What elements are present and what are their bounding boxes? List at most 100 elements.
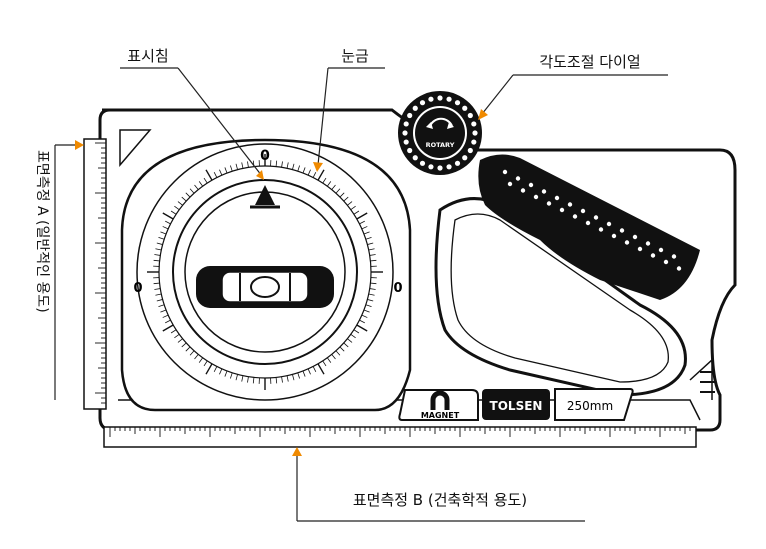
zero-left-label: 0 [133,281,142,296]
scale-tick [356,324,368,332]
scale-tick [331,354,336,360]
scale-tick [275,377,278,384]
scale-tick [203,177,208,184]
ruler-b [103,426,697,448]
grip-dot [645,241,651,246]
callout-surface-a: 표면측정 A (일반적인 용도) [34,140,84,400]
knob-tooth [462,155,468,161]
grip-dot [520,188,526,193]
scale-tick [367,299,374,302]
scale-tick [177,201,183,206]
scale-tick [235,163,238,170]
scale-tick [181,196,187,202]
scale-tick [275,160,278,167]
grip-dot [528,182,534,188]
grip-dot [541,189,547,194]
scale-tick [286,375,289,382]
pointer-needle [255,185,275,205]
length-badge: 250mm [554,388,634,421]
scale-tick [365,237,372,240]
scale-tick [359,220,365,225]
scale-tick [156,299,163,302]
scale-tick [302,370,306,377]
scale-tick [224,167,228,174]
scale-tick [213,366,218,372]
scale-tick [170,210,177,215]
scale-tick [162,212,174,220]
knob-tooth [454,100,461,106]
scale-tick [356,212,368,220]
scale-tick [153,282,160,285]
scale-tick [363,309,370,313]
scale-tick [205,169,213,181]
scale-tick [343,196,349,202]
brand-label: TOLSEN [490,399,543,413]
scale-tick [350,333,356,339]
knob-tooth [402,130,408,136]
knob-tooth [462,105,468,111]
grip-dot [658,247,664,253]
scale-label: 눈금 [341,47,369,65]
scale-tick [368,248,375,251]
grip-dot [624,240,630,245]
scale-tick [165,220,171,225]
knob-tooth [412,105,418,111]
grip-dot [598,227,604,232]
scale-tick [185,192,191,198]
scale-tick [158,237,165,240]
scale-tick [292,163,295,170]
scale-tick [194,354,199,360]
scale-tick [307,169,311,176]
callout-surface-b: 표면측정 B (건축학적 용도) [292,447,585,522]
knob-tooth [467,147,473,154]
scale-tick [241,162,244,169]
scale-tick [343,342,349,348]
grip-dot [676,266,682,271]
scale-tick [203,360,208,367]
scale-tick [158,304,165,307]
scale-tick [160,231,167,235]
scale-tick [247,161,249,168]
knob-tooth [446,96,452,102]
grip-dot [502,169,508,175]
scale-tick [174,333,180,339]
knob-tooth [419,160,426,166]
scale-tick [312,366,317,372]
scale-tick [369,254,376,256]
knob-tooth [467,112,473,119]
scale-tick [247,376,249,383]
scale-tick [317,169,325,181]
knob-tooth [412,155,418,161]
grip-dot [507,181,513,187]
scale-tick [162,324,174,332]
callout-scale: 눈금 [313,47,385,172]
grip-dot [650,253,656,258]
callout-dial: 각도조절 다이얼 [478,53,668,120]
brand-badge: TOLSEN [482,389,550,420]
scale-tick [326,181,332,187]
scale-tick [281,161,283,168]
scale-tick [205,363,213,375]
scale-tick [153,259,160,262]
magnet-badge: MAGNET [398,389,479,421]
scale-tick [347,201,353,206]
scale-tick [322,360,327,367]
scale-tick [368,293,375,296]
knob-tooth [407,147,413,154]
scale-tick [317,363,325,375]
scale-tick [189,188,195,194]
grip-dot [637,246,643,252]
scale-tick [194,184,199,190]
scale-tick [170,329,177,334]
scale-tick [370,282,377,285]
grip-dot [593,215,599,220]
scale-tick [185,346,191,352]
rotary-text: ROTARY [426,141,455,149]
knob-tooth [471,121,477,127]
scale-tick [339,346,345,352]
scale-tick [154,288,161,290]
grip-dot [606,221,612,227]
scale-tick [331,184,336,190]
knob-tooth [446,164,452,170]
